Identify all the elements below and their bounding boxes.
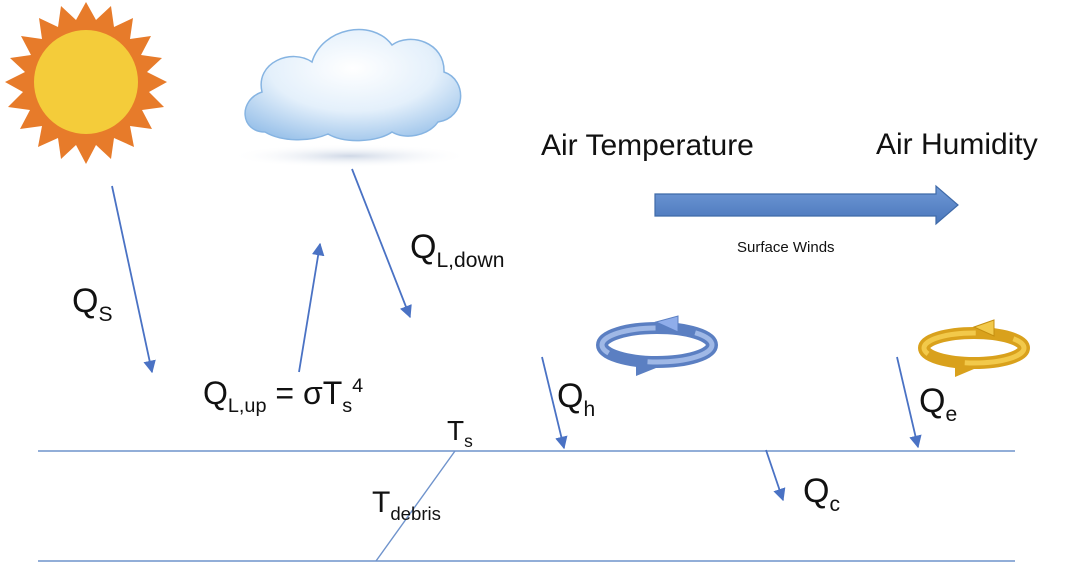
debris-temperature-profile bbox=[375, 450, 456, 562]
qh-arrow bbox=[541, 356, 568, 450]
latent-heat-cycle-icon bbox=[918, 319, 1030, 377]
ql-up-label: QL,up = σTs4 bbox=[203, 375, 364, 418]
sun-icon bbox=[5, 2, 167, 164]
sensible-heat-cycle-icon bbox=[596, 315, 718, 376]
qc-arrow bbox=[765, 449, 786, 502]
qs-label: QS bbox=[72, 282, 113, 326]
qe-arrow bbox=[896, 356, 922, 449]
qs-arrow bbox=[111, 185, 156, 374]
qc-label: Qc bbox=[803, 472, 840, 516]
surface-winds-arrow bbox=[654, 184, 959, 226]
ql-up-arrow bbox=[298, 242, 325, 373]
qh-label: Qh bbox=[557, 377, 596, 421]
cloud-icon bbox=[230, 28, 470, 168]
air-temperature-label: Air Temperature bbox=[541, 129, 754, 162]
ql-down-label: QL,down bbox=[410, 228, 505, 272]
surface-winds-label: Surface Winds bbox=[737, 239, 835, 256]
ts-label: Ts bbox=[447, 415, 473, 452]
qe-label: Qe bbox=[919, 382, 958, 426]
ql-down-arrow bbox=[351, 168, 412, 319]
air-humidity-label: Air Humidity bbox=[876, 128, 1038, 161]
t-debris-label: Tdebris bbox=[372, 486, 441, 524]
